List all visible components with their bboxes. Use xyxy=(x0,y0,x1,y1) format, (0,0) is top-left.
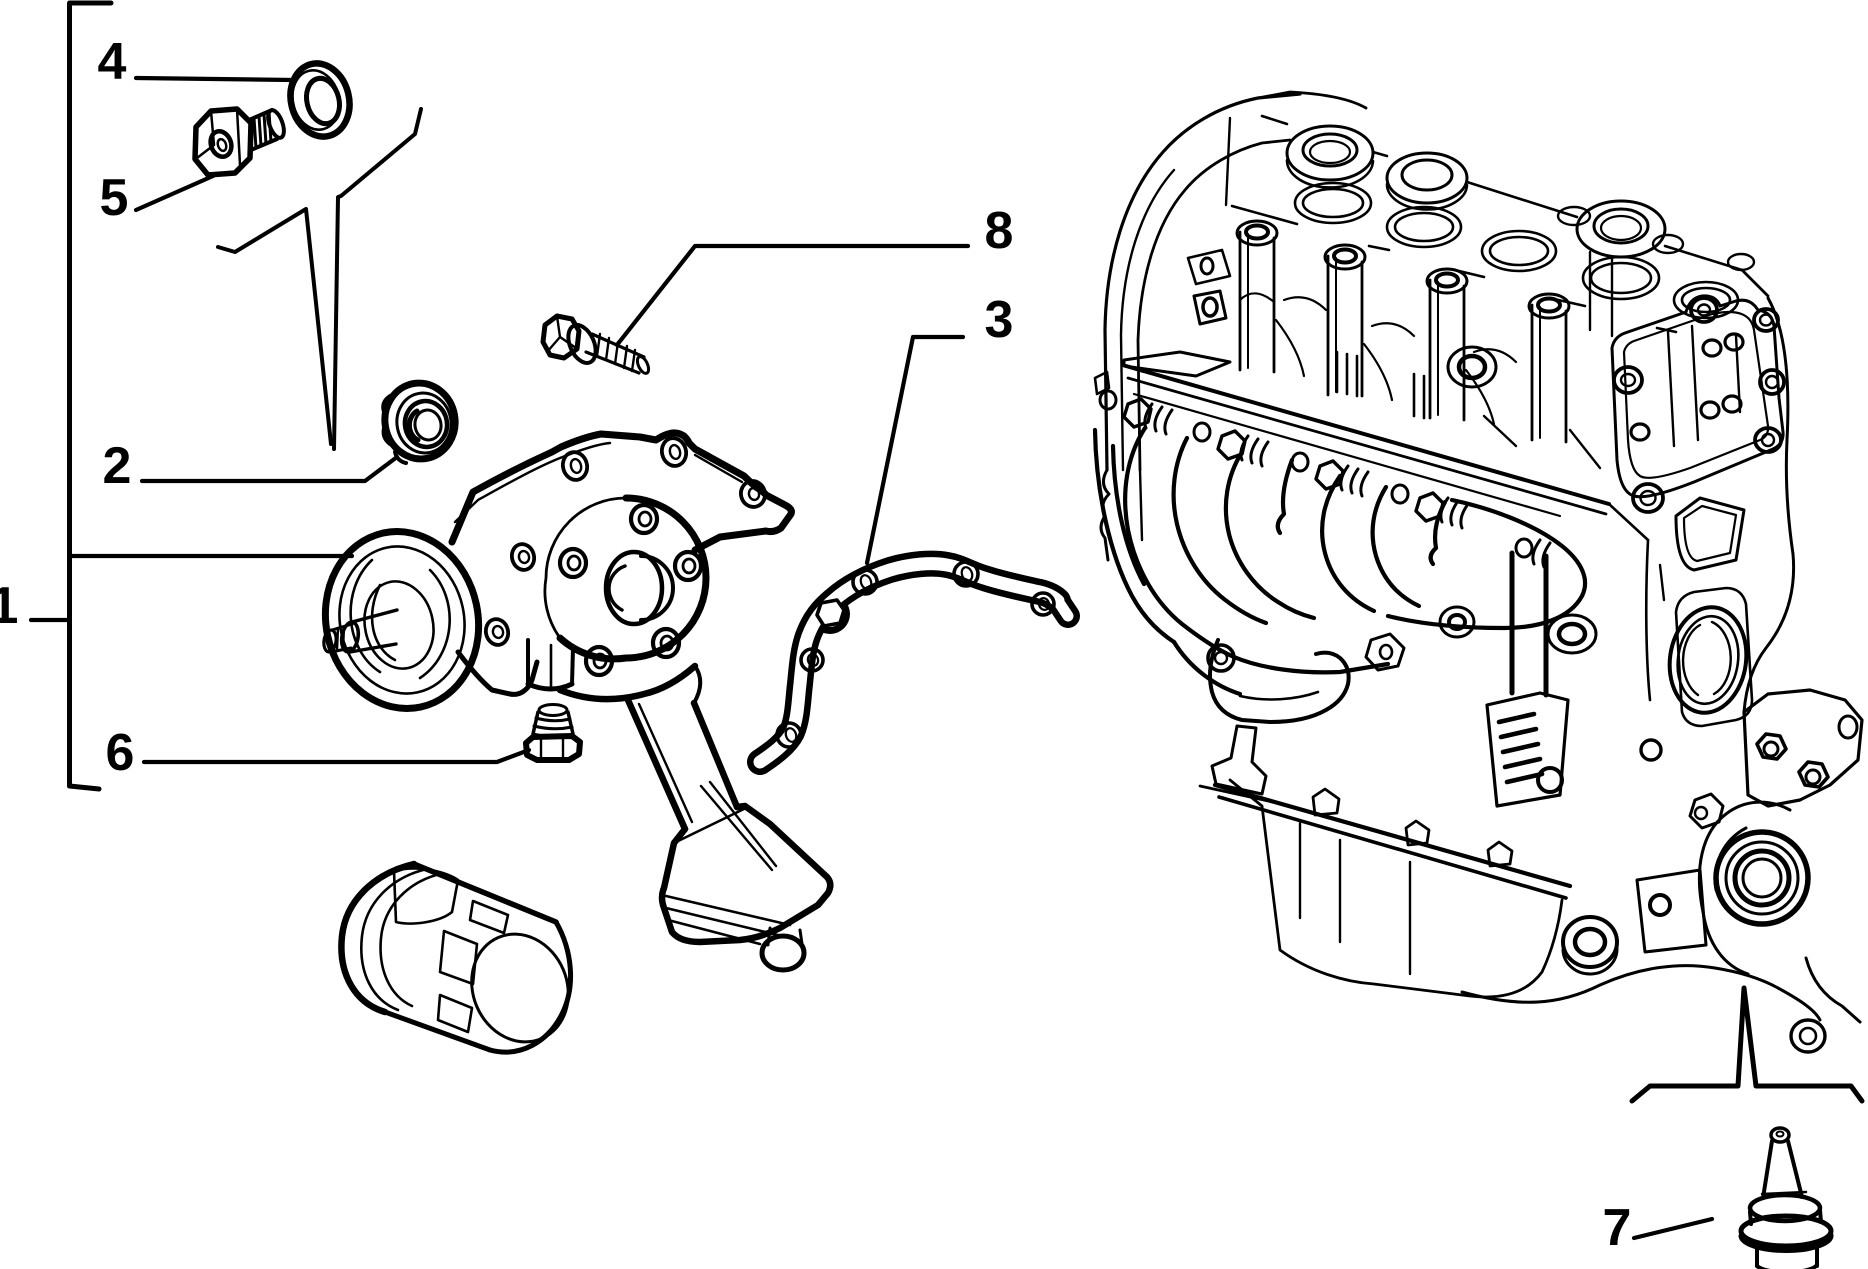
svg-text:5: 5 xyxy=(100,169,129,227)
svg-text:2: 2 xyxy=(103,437,132,495)
svg-text:8: 8 xyxy=(985,202,1014,260)
svg-text:1: 1 xyxy=(0,577,18,635)
svg-text:3: 3 xyxy=(985,291,1014,349)
svg-text:6: 6 xyxy=(106,724,135,782)
svg-text:7: 7 xyxy=(1603,1199,1632,1257)
svg-text:4: 4 xyxy=(98,33,127,91)
